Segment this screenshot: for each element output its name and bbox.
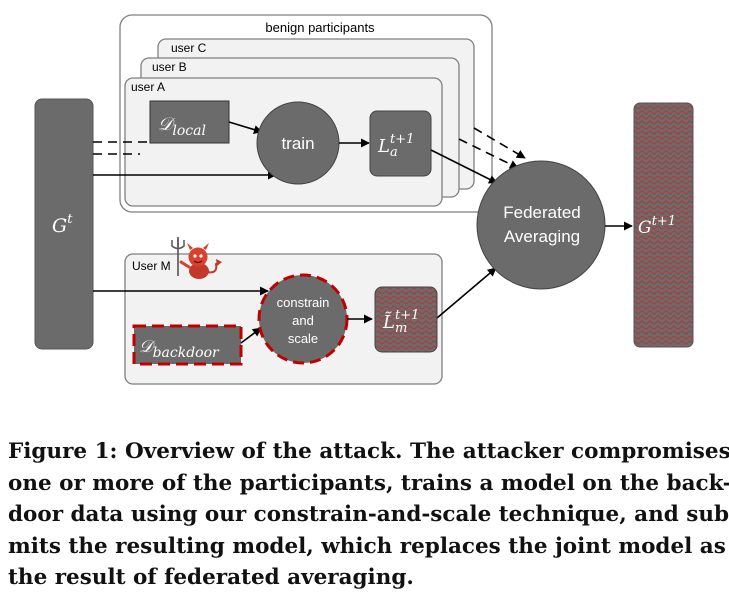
global-model-gt-label: Gt <box>52 212 73 237</box>
federated-averaging-line1: Federated <box>503 203 581 222</box>
global-model-gt1-label: Gt+1 <box>638 214 676 238</box>
global-model-gt1 <box>633 102 694 348</box>
federated-averaging-line2: Averaging <box>504 227 580 246</box>
user-c-label: user C <box>171 41 207 55</box>
arrow-user-b-to-fedavg <box>458 138 519 169</box>
user-a-label: user A <box>131 80 165 94</box>
malicious-model-box <box>374 286 438 353</box>
benign-participants-label: benign participants <box>265 20 375 35</box>
caption-line: the result of federated averaging. <box>8 565 414 590</box>
user-m-label: User M <box>132 259 171 273</box>
arrow-local-model-to-fedavg <box>430 149 498 184</box>
caption-line: mits the resulting model, which replaces… <box>8 533 726 559</box>
arrow-backdoor-to-constrain <box>240 327 262 344</box>
train-label: train <box>281 134 314 153</box>
local-data-box <box>149 100 230 144</box>
local-model-box <box>369 110 432 177</box>
arrow-local-data-to-train <box>228 121 263 134</box>
constrain-line2: and <box>292 313 314 328</box>
constrain-line3: scale <box>288 331 318 346</box>
caption-line: door data using our constrain-and-scale … <box>8 502 729 527</box>
federated-averaging-node <box>476 160 606 290</box>
local-data-label: 𝒟local <box>158 114 206 139</box>
backdoor-data-label: 𝒟backdoor <box>139 337 220 361</box>
global-model-gt <box>34 98 94 350</box>
constrain-line1: constrain <box>277 295 330 310</box>
attack-overview-diagram: benign participants user C user B user A… <box>34 14 694 385</box>
arrow-user-c-to-fedavg <box>473 127 526 159</box>
user-b-label: user B <box>152 60 187 74</box>
devil-icon <box>171 237 222 279</box>
backdoor-data-box <box>132 324 243 366</box>
caption-line: Figure 1: Overview of the attack. The at… <box>8 439 729 464</box>
caption-line: one or more of the participants, trains … <box>8 470 729 496</box>
figure-caption: Figure 1: Overview of the attack. The at… <box>8 436 729 594</box>
arrow-malicious-model-to-fedavg <box>436 267 497 319</box>
